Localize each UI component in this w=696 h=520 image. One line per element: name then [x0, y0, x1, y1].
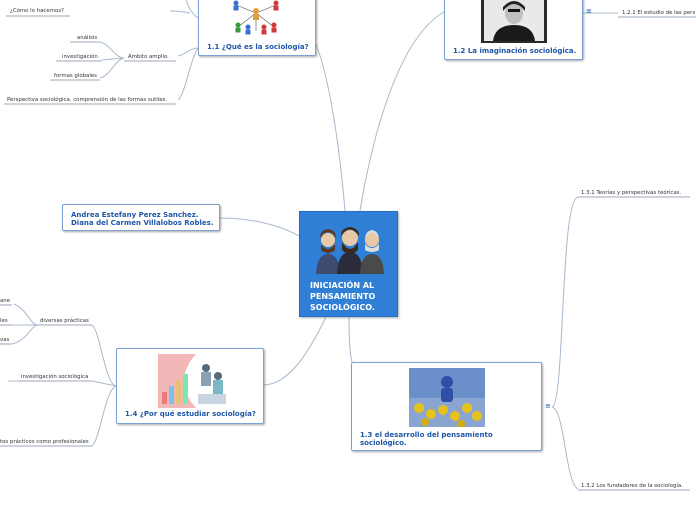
label-fragment-les: les	[0, 318, 8, 325]
label-ambito-amplio: Ámbito amplio.	[128, 54, 169, 61]
statistics-chart-image	[152, 354, 228, 408]
label-1-3-1: 1.3.1 Teorías y perspectivas teóricas.	[581, 190, 681, 197]
topic-node-1-2[interactable]: 1.2 La imaginación sociológica.	[444, 0, 583, 60]
authors-node[interactable]: Andrea Estefany Perez Sanchez. Diana del…	[62, 204, 220, 231]
topic-title: 1.4 ¿Por qué estudiar sociología?	[125, 410, 256, 418]
label-investigacion-sociologica: investigación sociológica	[21, 374, 88, 381]
topic-node-1-4[interactable]: 1.4 ¿Por qué estudiar sociología?	[116, 348, 264, 424]
label-practicos-profesionales: tos prácticos como profesionales	[0, 439, 89, 446]
author-name-1: Andrea Estefany Perez Sanchez.	[71, 211, 199, 219]
thinking-crowd-image	[409, 368, 485, 427]
topic-node-1-1[interactable]: 1.1 ¿Qué es la sociología?	[198, 0, 316, 56]
label-1-3-2: 1.3.2 Los fundadores de la sociología.	[581, 483, 683, 490]
collapse-toggle-icon[interactable]: ≡	[545, 403, 551, 410]
topic-title: 1.3 el desarrollo del pensamiento sociol…	[360, 431, 530, 447]
label-analisis: análisis	[77, 35, 97, 42]
central-topic-node[interactable]: INICIACIÓN AL PENSAMIENTO SOCIOLÓGICO.	[299, 211, 398, 317]
author-name-2: Diana del Carmen Villalobos Robles.	[71, 219, 213, 227]
collapse-toggle-icon[interactable]: ≡	[586, 8, 592, 15]
label-perspectiva-sociologica: Perspectiva sociológica. comprensión de …	[7, 97, 167, 104]
label-1-2-1: 1.2.1 El estudio de las pers	[622, 10, 695, 17]
label-diversas-practicas: diversas prácticas	[40, 318, 89, 325]
label-fragment-ane: ane	[0, 298, 10, 305]
label-fragment-vas: vas	[0, 337, 9, 344]
sociologist-portrait-image	[481, 0, 547, 43]
social-network-image	[224, 0, 288, 37]
label-formas-globales: formas globales	[54, 73, 97, 80]
central-topic-title: INICIACIÓN AL PENSAMIENTO SOCIOLÓGICO.	[310, 280, 394, 313]
label-investigacion: investigación	[62, 54, 98, 61]
label-como-lo-hacemos: ¿Cómo lo hacemos?	[10, 8, 64, 15]
topic-title: 1.2 La imaginación sociológica.	[453, 47, 576, 55]
topic-title: 1.1 ¿Qué es la sociología?	[207, 43, 309, 51]
topic-node-1-3[interactable]: 1.3 el desarrollo del pensamiento sociol…	[351, 362, 542, 451]
founders-portrait-image	[314, 222, 386, 276]
